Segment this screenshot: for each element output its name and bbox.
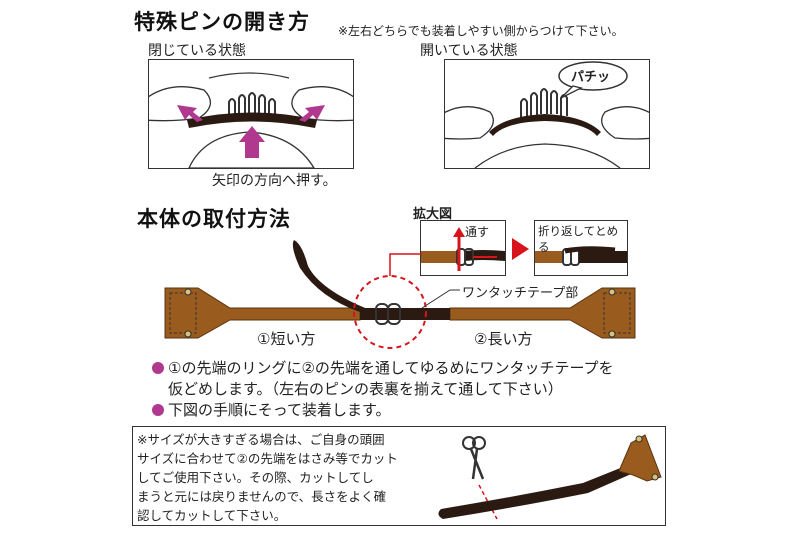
instructions: ①の先端のリングに②の先端を通してゆるめにワンタッチテープを 仮どめします。（左… — [152, 358, 672, 421]
long-side-label: ②長い方 — [474, 330, 533, 348]
arrow-caption: 矢印の方向へ押す。 — [212, 173, 337, 189]
bullet-dot-icon — [152, 404, 164, 416]
zoom-label: 拡大図 — [413, 207, 453, 222]
zoom-fold-box: 折り返してとめる — [534, 220, 628, 276]
zoom-pass-box: 通す — [420, 220, 506, 276]
bullet-1-continued: 仮どめします。（左右のピンの表裏を揃えて通して下さい） — [168, 380, 563, 398]
warning-line: 認してカットして下さい。 — [137, 508, 287, 523]
bullet-2: 下図の手順にそって装着します。 — [152, 400, 672, 421]
section2-title: 本体の取付方法 — [137, 207, 291, 231]
section1-title: 特殊ピンの開き方 — [134, 10, 310, 34]
fold-label: 折り返してとめる — [538, 224, 619, 254]
open-state-label: 開いている状態 — [420, 43, 518, 59]
warning-line: サイズに合わせて②の先端をはさみ等でカット — [137, 451, 398, 466]
next-step-arrow-icon — [512, 238, 529, 260]
closed-state-label: 閉じている状態 — [148, 43, 246, 59]
warning-box: ※サイズが大きすぎる場合は、ご自身の頭囲 サイズに合わせて②の先端をはさみ等でカ… — [132, 426, 666, 526]
warning-line: まうと元には戻りませんので、長さをよく確 — [137, 489, 387, 504]
warning-line: してご使用下さい。その際、カットしてし — [137, 470, 374, 485]
closed-pin-illustration — [148, 59, 354, 169]
cut-illustration — [438, 434, 662, 520]
pachi-sound: パチッ — [571, 70, 611, 85]
tape-label: ワンタッチテープ部 — [462, 286, 579, 301]
bullet-1: ①の先端のリングに②の先端を通してゆるめにワンタッチテープを — [152, 358, 672, 379]
section1-note: ※左右どちらでも装着しやすい側からつけて下さい。 — [338, 24, 624, 38]
headband-illustration — [160, 238, 640, 350]
bullet-dot-icon — [152, 362, 164, 374]
scissors-icon — [462, 436, 486, 480]
warning-text: ※サイズが大きすぎる場合は、ご自身の頭囲 サイズに合わせて②の先端をはさみ等でカ… — [137, 430, 457, 525]
pass-label: 通す — [465, 225, 490, 239]
short-side-label: ①短い方 — [257, 330, 316, 348]
open-pin-illustration: パチッ — [444, 59, 650, 169]
warning-line: ※サイズが大きすぎる場合は、ご自身の頭囲 — [137, 432, 385, 447]
